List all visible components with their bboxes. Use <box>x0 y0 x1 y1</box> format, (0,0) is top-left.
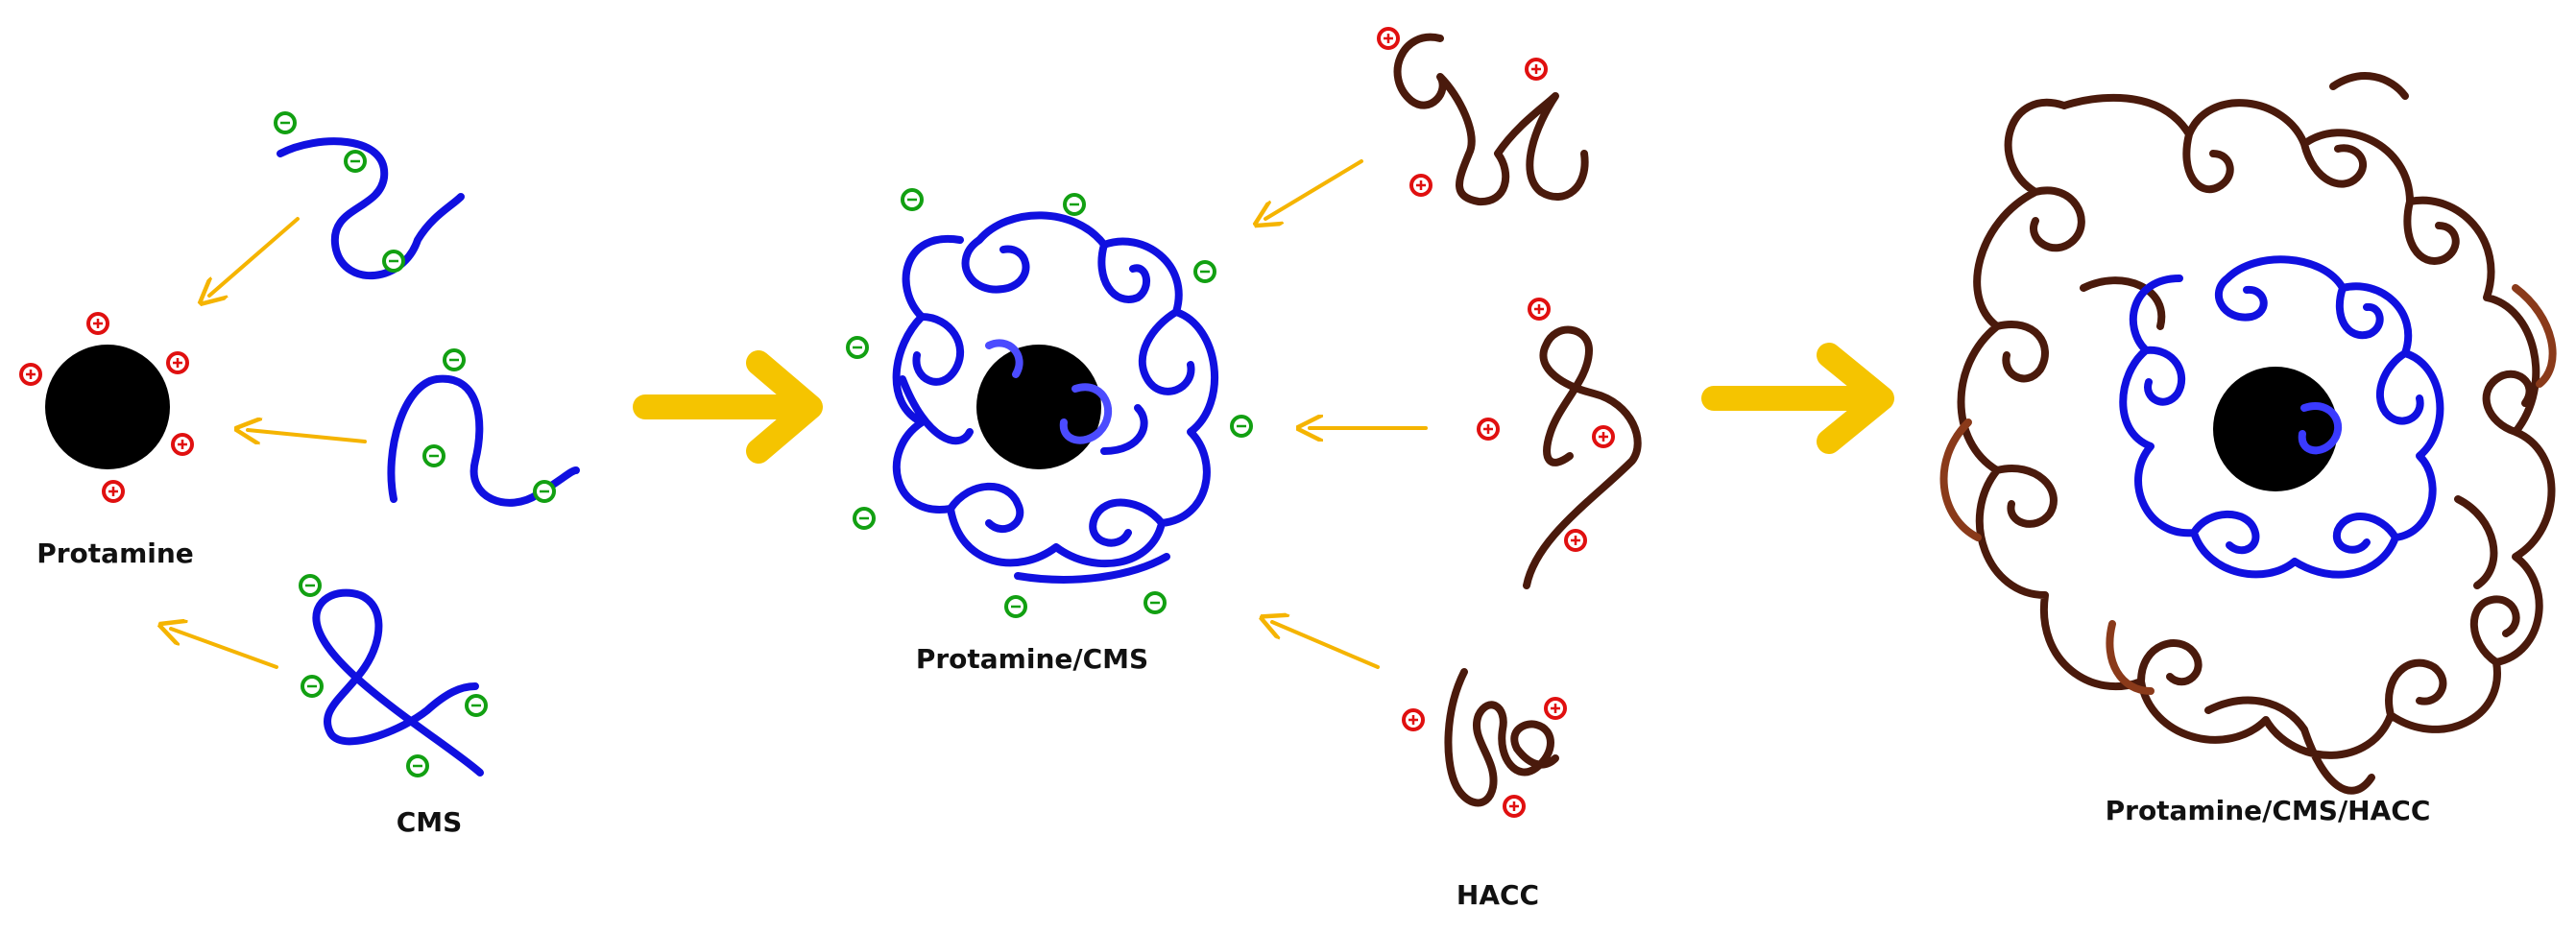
arrow-hacc-to-complex-3 <box>1272 622 1380 669</box>
hacc-accent <box>1939 284 2557 695</box>
positive-charge-icon <box>166 351 189 374</box>
positive-charge-icon <box>19 363 42 386</box>
hacc-chain <box>1523 325 1642 589</box>
positive-charge-icon <box>1409 174 1432 197</box>
positive-charge-icon <box>1377 27 1400 50</box>
hacc-chain <box>1393 33 1589 206</box>
positive-charge-icon <box>1544 697 1567 720</box>
positive-charge-icon <box>1402 708 1425 731</box>
cms-inner-accent <box>2298 402 2343 455</box>
negative-charge-icon <box>1063 193 1086 216</box>
cms-coat <box>892 211 1219 584</box>
positive-charge-icon <box>1592 425 1615 448</box>
label-protamine-cms-hacc: Protamine/CMS/HACC <box>2105 795 2431 826</box>
cms-inner-coat <box>2119 255 2444 579</box>
big-arrow-1 <box>633 350 823 464</box>
negative-charge-icon <box>1144 591 1167 614</box>
arrow-cms-to-protamine-1 <box>209 217 300 296</box>
hacc-chain <box>1444 668 1559 807</box>
negative-charge-icon <box>406 754 429 777</box>
label-hacc: HACC <box>1456 879 1540 911</box>
positive-charge-icon <box>102 480 125 503</box>
hacc-chains-free <box>1393 33 1642 807</box>
label-protamine-cms: Protamine/CMS <box>915 643 1149 675</box>
label-cms: CMS <box>396 806 463 838</box>
label-protamine: Protamine <box>36 538 194 569</box>
protamine-particle <box>45 345 170 469</box>
positive-charge-icon <box>1503 795 1526 818</box>
negative-charge-icon <box>465 694 488 717</box>
negative-charge-icon <box>846 336 869 359</box>
negative-charge-icon <box>344 150 367 173</box>
charge-markers <box>19 27 1615 818</box>
negative-charge-icon <box>382 250 405 273</box>
positive-charge-icon <box>171 433 194 456</box>
cms-chain <box>312 588 484 777</box>
negative-charge-icon <box>1193 260 1216 283</box>
protamine-core <box>45 345 170 469</box>
protamine-cms-complex <box>892 211 1219 584</box>
arrow-cms-to-protamine-3 <box>171 629 278 669</box>
protamine-cms-hacc-complex <box>1939 72 2557 795</box>
negative-charge-icon <box>443 348 466 371</box>
positive-charge-icon <box>1477 418 1500 441</box>
arrow-cms-to-protamine-2 <box>248 430 367 442</box>
negative-charge-icon <box>422 444 445 467</box>
negative-charge-icon <box>1004 595 1027 618</box>
positive-charge-icon <box>1528 298 1551 321</box>
positive-charge-icon <box>1564 529 1587 552</box>
hacc-outer-coat <box>1957 72 2556 795</box>
protamine-core <box>976 345 1101 469</box>
negative-charge-icon <box>299 574 322 597</box>
negative-charge-icon <box>853 507 876 530</box>
negative-charge-icon <box>901 188 924 211</box>
big-arrow-2 <box>1701 343 1894 454</box>
arrow-hacc-to-complex-1 <box>1265 159 1363 219</box>
positive-charge-icon <box>1525 58 1548 81</box>
negative-charge-icon <box>301 675 324 698</box>
negative-charge-icon <box>274 111 297 134</box>
negative-charge-icon <box>533 480 556 503</box>
cms-coat-accent <box>985 339 1113 444</box>
protamine-core <box>2213 367 2338 491</box>
negative-charge-icon <box>1230 415 1253 438</box>
cms-chain <box>277 137 465 280</box>
positive-charge-icon <box>86 312 109 335</box>
